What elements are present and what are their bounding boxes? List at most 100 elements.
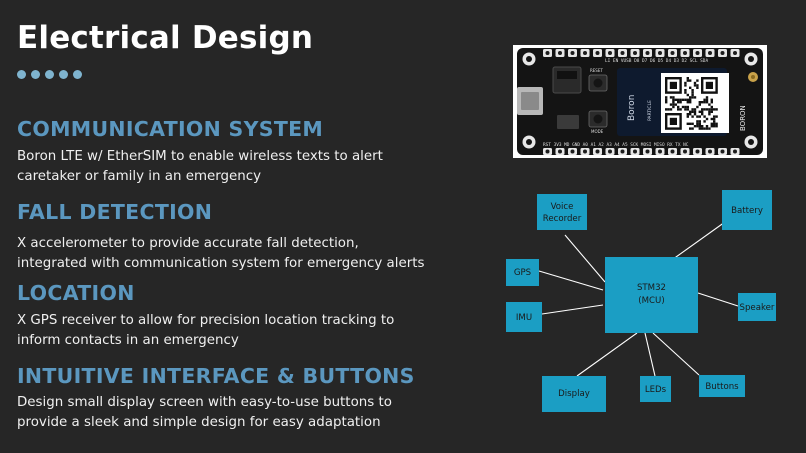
bottom-header-pins: [543, 148, 740, 155]
qr-module: [715, 125, 718, 128]
buttons-box: [699, 375, 745, 397]
qr-module: [710, 101, 713, 104]
header-pin-hole: [595, 51, 600, 55]
qr-module: [686, 122, 689, 125]
display-label: Display: [558, 389, 590, 399]
line-buttons: [652, 332, 700, 376]
qr-module: [686, 113, 689, 116]
qr-module: [669, 103, 673, 106]
qr-module: [684, 84, 687, 87]
qr-module: [696, 125, 699, 128]
antenna-connector-inner: [751, 75, 755, 79]
qr-module: [686, 115, 689, 118]
voice-label-line2: Recorder: [543, 214, 582, 224]
qr-module: [708, 110, 711, 113]
qr-module: [698, 122, 701, 125]
body-line: Design small display screen with easy-to…: [17, 395, 392, 410]
header-pin-hole: [570, 51, 575, 55]
qr-module: [677, 105, 680, 109]
qr-module: [713, 117, 716, 121]
qr-module: [689, 79, 692, 82]
qr-module: [703, 127, 706, 130]
qr-module: [679, 108, 682, 111]
qr-module: [701, 125, 704, 128]
qr-module: [708, 127, 711, 130]
qr-module: [691, 93, 694, 97]
gps-box: [506, 259, 539, 286]
line-gps: [538, 270, 604, 291]
boron-board-drawing: LI EN VUSB D8 D7 D6 D5 D4 D3 D2 SCL SDA …: [517, 48, 763, 155]
body-intuitive-interface: Design small display screen with easy-to…: [17, 393, 467, 433]
header-pin-hole: [708, 51, 712, 55]
heading-communication-system: COMMUNICATION SYSTEM: [17, 117, 324, 141]
qr-module: [708, 103, 711, 106]
dot-2: [31, 70, 40, 79]
qr-module: [686, 108, 689, 111]
header-pin-hole: [583, 51, 587, 55]
mount-hole-inner: [748, 56, 754, 62]
usb-port-inner: [521, 92, 539, 110]
qr-module: [696, 84, 699, 87]
qr-module: [703, 101, 706, 104]
header-pin-hole: [558, 149, 562, 154]
mode-button-cap: [593, 114, 603, 124]
dot-5: [73, 70, 82, 79]
header-pin-hole: [733, 149, 737, 154]
qr-module: [693, 113, 697, 116]
qr-module: [701, 108, 704, 111]
top-header-pins: [543, 49, 740, 57]
battery-connector-socket: [557, 71, 577, 79]
block-diagram-drawing: STM32 (MCU) Voice Recorder Battery GPS I…: [506, 190, 776, 412]
qr-module: [693, 81, 697, 85]
qr-module: [665, 101, 668, 104]
qr-module: [703, 115, 706, 118]
dot-3: [45, 70, 54, 79]
qr-module: [669, 108, 673, 111]
qr-module: [681, 105, 685, 109]
particle-brand-text: PARTICLE: [647, 100, 653, 121]
qr-module: [703, 108, 706, 111]
qr-module: [679, 98, 682, 101]
qr-module: [696, 122, 699, 125]
qr-module: [696, 79, 699, 82]
header-pin-hole: [583, 149, 587, 154]
qr-module: [686, 79, 689, 82]
qr-module: [703, 98, 706, 101]
line-imu: [541, 304, 604, 315]
decorative-dots: [17, 70, 82, 79]
qr-module: [705, 101, 709, 104]
qr-module: [677, 101, 680, 104]
mode-label: MODE: [591, 129, 604, 134]
qr-module: [674, 103, 677, 106]
qr-module: [698, 125, 701, 128]
header-pin-hole: [633, 51, 637, 55]
boron-vertical-label: BORON: [739, 105, 747, 131]
header-pin-hole: [608, 51, 612, 55]
body-fall-detection: X accelerometer to provide accurate fall…: [17, 234, 467, 274]
header-pin-hole: [545, 51, 550, 55]
qr-module: [713, 108, 716, 111]
qr-module: [691, 110, 694, 113]
qr-module: [686, 105, 689, 109]
qr-module: [693, 125, 697, 128]
qr-module: [701, 113, 704, 116]
qr-module: [689, 127, 692, 130]
header-pin-hole: [608, 149, 612, 154]
qr-module: [705, 117, 709, 121]
qr-module: [713, 115, 716, 118]
qr-module: [672, 105, 675, 109]
battery-connector-icon: [552, 66, 582, 94]
battery-label: Battery: [731, 206, 763, 216]
header-pin-hole: [558, 51, 562, 55]
qr-module: [715, 115, 718, 118]
qr-module: [708, 113, 711, 116]
qr-module: [672, 101, 675, 104]
reset-button-cap: [593, 78, 603, 88]
qr-module: [691, 89, 694, 92]
header-pin-hole: [670, 51, 675, 55]
qr-module: [693, 110, 697, 113]
header-pin-hole: [645, 51, 650, 55]
qr-module: [710, 98, 713, 101]
qr-module: [713, 125, 716, 128]
